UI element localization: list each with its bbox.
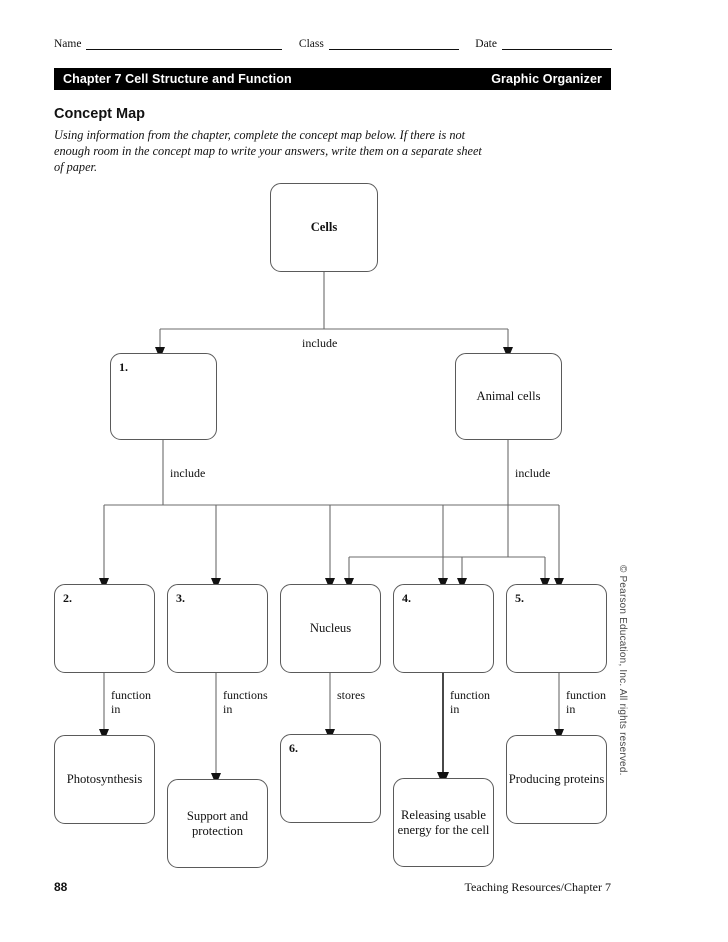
node-producing-proteins-label: Producing proteins bbox=[508, 772, 605, 786]
node-cells-label: Cells bbox=[310, 220, 338, 234]
edge-label-animal-include: include bbox=[515, 466, 551, 480]
page-footer: 88 Teaching Resources/Chapter 7 bbox=[54, 880, 611, 895]
node-photosynthesis-label: Photosynthesis bbox=[66, 772, 143, 786]
node-photosynthesis[interactable]: Photosynthesis bbox=[54, 735, 155, 824]
name-label: Name bbox=[54, 38, 82, 50]
name-field[interactable]: Name bbox=[54, 38, 283, 50]
node-blank-2[interactable]: 2. bbox=[54, 584, 155, 673]
class-input-rule[interactable] bbox=[328, 38, 459, 50]
node-blank-6-number: 6. bbox=[289, 741, 298, 755]
node-blank-3-number: 3. bbox=[176, 591, 185, 605]
edge-label-cells-include: include bbox=[302, 336, 338, 350]
edge-label-releasing: function in bbox=[450, 688, 490, 716]
date-label: Date bbox=[475, 38, 497, 50]
chapter-title: Chapter 7 Cell Structure and Function bbox=[63, 72, 292, 86]
class-label: Class bbox=[298, 38, 324, 50]
edge-label-photosynthesis: function in bbox=[111, 688, 151, 716]
edge-label-support: functions in bbox=[223, 688, 268, 716]
node-blank-1[interactable]: 1. bbox=[110, 353, 217, 440]
date-field[interactable]: Date bbox=[475, 38, 612, 50]
section-heading: Concept Map bbox=[54, 106, 146, 122]
identification-row: Name Class Date bbox=[54, 30, 612, 50]
worksheet-type-label: Graphic Organizer bbox=[491, 72, 602, 86]
node-producing-proteins[interactable]: Producing proteins bbox=[506, 735, 607, 824]
copyright-notice: © Pearson Education, Inc. All rights res… bbox=[617, 565, 628, 776]
footer-source: Teaching Resources/Chapter 7 bbox=[464, 880, 611, 894]
node-releasing-energy-label: Releasing usable energy for the cell bbox=[397, 807, 490, 837]
edge-label-nucleus-stores: stores bbox=[337, 688, 365, 702]
node-cells[interactable]: Cells bbox=[270, 183, 378, 272]
name-input-rule[interactable] bbox=[86, 38, 283, 50]
edge-label-plant-include: include bbox=[170, 466, 206, 480]
chapter-title-bar: Chapter 7 Cell Structure and Function Gr… bbox=[54, 68, 611, 90]
node-animal-cells-label: Animal cells bbox=[476, 389, 541, 403]
node-blank-4[interactable]: 4. bbox=[393, 584, 494, 673]
node-nucleus[interactable]: Nucleus bbox=[280, 584, 381, 673]
date-input-rule[interactable] bbox=[501, 38, 612, 50]
node-releasing-energy[interactable]: Releasing usable energy for the cell bbox=[393, 778, 494, 867]
node-blank-3[interactable]: 3. bbox=[167, 584, 268, 673]
node-blank-5-number: 5. bbox=[515, 591, 524, 605]
node-blank-4-number: 4. bbox=[402, 591, 411, 605]
node-support-protection[interactable]: Support and protection bbox=[167, 779, 268, 868]
node-blank-6[interactable]: 6. bbox=[280, 734, 381, 823]
node-blank-5[interactable]: 5. bbox=[506, 584, 607, 673]
node-animal-cells[interactable]: Animal cells bbox=[455, 353, 562, 440]
page-number: 88 bbox=[54, 880, 68, 894]
edge-label-producing: function in bbox=[566, 688, 606, 716]
node-blank-1-number: 1. bbox=[119, 360, 128, 374]
node-nucleus-label: Nucleus bbox=[309, 621, 352, 635]
class-field[interactable]: Class bbox=[299, 38, 459, 50]
node-support-protection-label: Support and protection bbox=[186, 808, 249, 838]
node-blank-2-number: 2. bbox=[63, 591, 72, 605]
section-instructions: Using information from the chapter, comp… bbox=[54, 128, 482, 174]
